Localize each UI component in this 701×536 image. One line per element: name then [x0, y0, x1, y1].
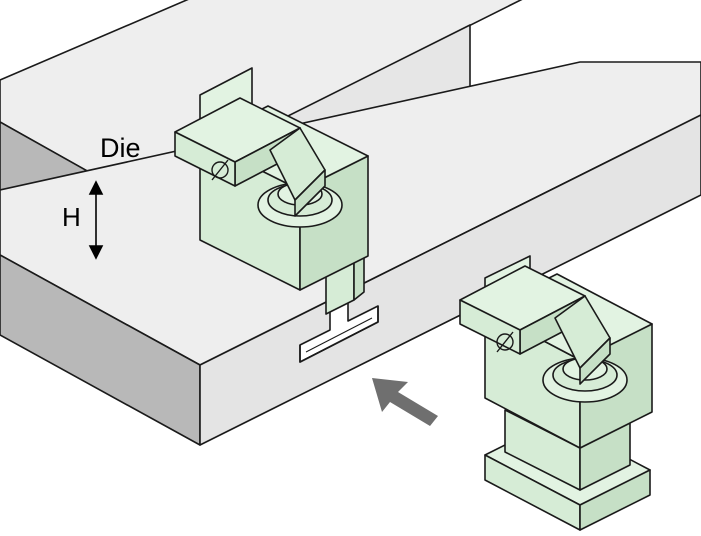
arrow-up-left-icon — [372, 378, 438, 426]
clamp-mounted — [174, 67, 369, 315]
height-label: H — [62, 202, 81, 232]
phi-circle-icon — [496, 331, 514, 353]
die-label: Die — [100, 133, 141, 163]
phi-circle-icon — [211, 159, 229, 181]
clamp-loose — [459, 255, 653, 531]
height-dimension — [88, 180, 104, 260]
